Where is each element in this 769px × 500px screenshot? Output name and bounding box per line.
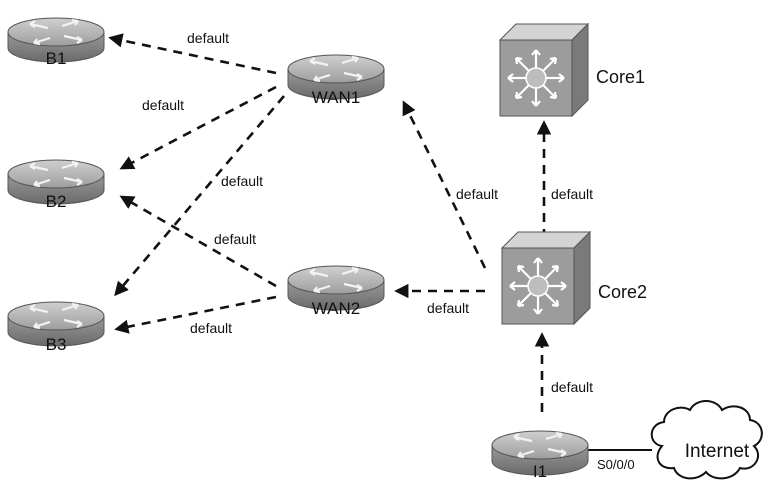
router-wan2: WAN2 bbox=[286, 264, 386, 318]
router-i1-label: I1 bbox=[533, 462, 547, 481]
cloud-icon bbox=[650, 400, 763, 480]
switch-core2-label: Core2 bbox=[598, 282, 647, 302]
switch-core2 bbox=[500, 230, 592, 326]
edge-wan2-b2 bbox=[119, 195, 277, 288]
router-wan1-label: WAN1 bbox=[312, 88, 361, 107]
router-b3-label: B3 bbox=[46, 335, 67, 354]
router-b2: B2 bbox=[6, 158, 106, 211]
edge-label-wan1-b3: default bbox=[221, 173, 263, 189]
switch-icon bbox=[500, 230, 592, 326]
router-b1: B1 bbox=[6, 16, 106, 68]
edge-label-wan2-b3: default bbox=[190, 320, 232, 336]
edge-label-i1-core2: default bbox=[551, 379, 593, 395]
edge-wan1-b3 bbox=[114, 95, 285, 297]
edge-label-wan1-b2: default bbox=[142, 97, 184, 113]
edge-wan1-b1 bbox=[108, 33, 277, 75]
router-wan1: WAN1 bbox=[286, 53, 386, 107]
switch-icon bbox=[498, 22, 590, 118]
edge-label-wan2-b2: default bbox=[214, 231, 256, 247]
internet-label: Internet bbox=[685, 441, 750, 462]
internet-cloud: Internet bbox=[650, 400, 763, 480]
edge-label-core2-wan2: default bbox=[427, 300, 469, 316]
edge-wan1-b2 bbox=[119, 85, 277, 170]
edge-label-core2-wan1: default bbox=[456, 186, 498, 202]
edge-label-wan1-b1: default bbox=[187, 30, 229, 46]
edge-label-core2-core1: default bbox=[551, 186, 593, 202]
switch-core1-label: Core1 bbox=[596, 67, 645, 87]
router-b1-label: B1 bbox=[46, 49, 67, 68]
router-b3: B3 bbox=[6, 300, 106, 354]
edge-wan2-b3 bbox=[114, 295, 277, 334]
router-wan2-label: WAN2 bbox=[312, 299, 361, 318]
router-i1: I1 bbox=[490, 429, 590, 481]
router-b2-label: B2 bbox=[46, 192, 67, 211]
switch-core1 bbox=[498, 22, 590, 118]
interface-label: S0/0/0 bbox=[597, 457, 635, 472]
